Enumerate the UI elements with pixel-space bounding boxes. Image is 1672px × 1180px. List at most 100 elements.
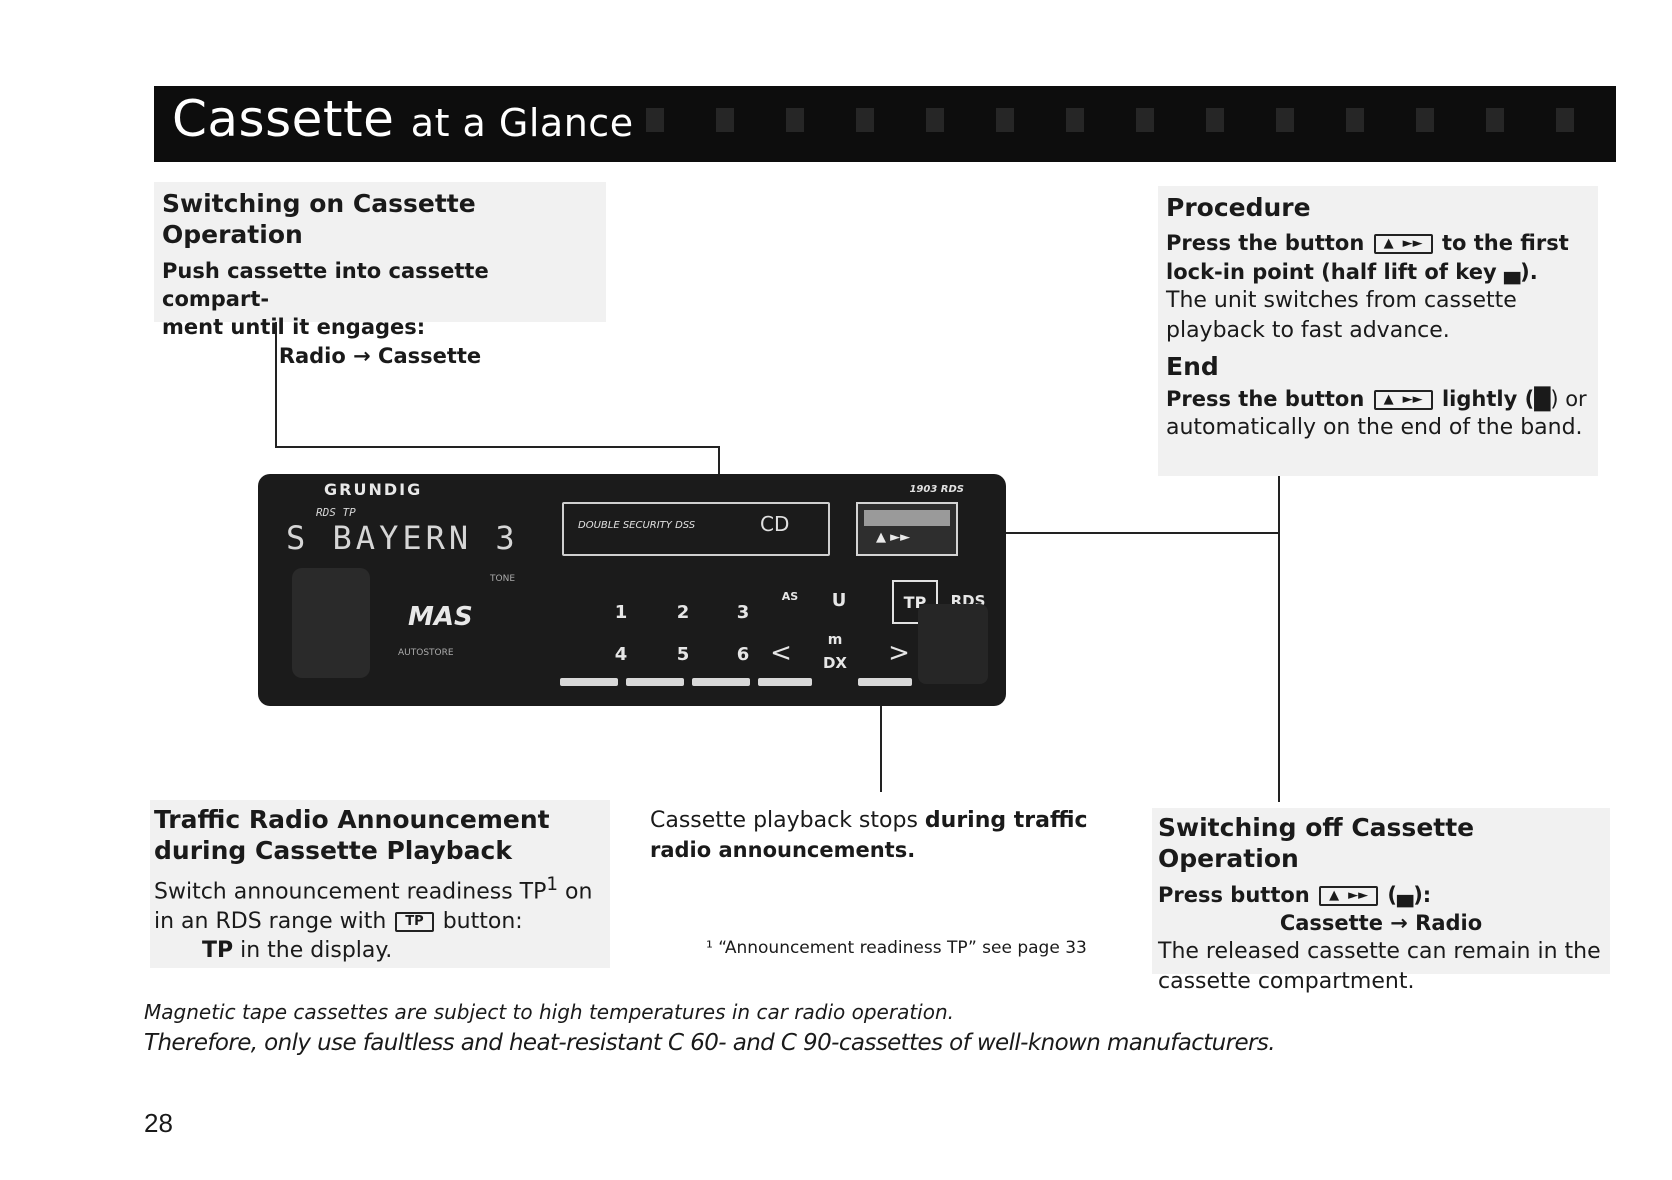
procedure-instruction-1: Press the button ▲ ►► to the first bbox=[1166, 229, 1590, 257]
switch-off-text-2: cassette compartment. bbox=[1158, 968, 1415, 994]
preset-key-1[interactable]: 1 bbox=[614, 602, 628, 623]
traffic-text-2b: button: bbox=[442, 908, 523, 934]
procedure-panel: Procedure Press the button ▲ ►► to the f… bbox=[1158, 186, 1598, 476]
fast-forward-key-icon: ▲ ►► bbox=[1373, 234, 1433, 255]
fast-forward-key-icon: ▲ ►► bbox=[1373, 389, 1433, 410]
procedure-instruction-2: lock-in point (half lift of key ▄). bbox=[1166, 258, 1590, 286]
preset-key-bar bbox=[758, 678, 812, 686]
preset-key-bar bbox=[560, 678, 618, 686]
procedure-instruction-1d: ). bbox=[1520, 259, 1538, 284]
switch-off-panel: Switching off Cassette Operation Press b… bbox=[1152, 808, 1610, 994]
page-title-main: Cassette bbox=[172, 90, 395, 148]
traffic-text-3-rest: in the display. bbox=[233, 938, 393, 964]
brand-logo: GRUNDIG bbox=[324, 480, 423, 499]
switch-off-result: Cassette → Radio bbox=[1279, 910, 1483, 935]
tuning-knob[interactable] bbox=[918, 604, 988, 684]
connector-line bbox=[275, 322, 277, 448]
middle-note: Cassette playback stops during traffic r… bbox=[650, 806, 1090, 864]
procedure-instruction-1b: to the first bbox=[1441, 231, 1569, 256]
eject-fast-forward-button[interactable]: ▲ ►► bbox=[856, 502, 958, 556]
m-button[interactable]: m bbox=[827, 632, 843, 648]
traffic-heading-1: Traffic Radio Announcement bbox=[154, 805, 550, 834]
page-title-rest: at a Glance bbox=[410, 101, 634, 145]
traffic-text-2: in an RDS range with TP button: bbox=[154, 907, 606, 937]
traffic-text-1b: on bbox=[558, 878, 593, 904]
page-title: Cassette at a Glance bbox=[172, 90, 634, 148]
traffic-text-3-bold: TP bbox=[202, 938, 234, 964]
procedure-instruction-1c: lock-in point (half lift of key bbox=[1166, 259, 1497, 284]
autostore-label: AUTOSTORE bbox=[398, 648, 454, 658]
display-station: S BAYERN 3 bbox=[286, 519, 519, 557]
switch-off-heading: Switching off Cassette Operation bbox=[1158, 813, 1475, 874]
preset-key-3[interactable]: 3 bbox=[736, 602, 750, 623]
preset-key-2[interactable]: 2 bbox=[676, 602, 690, 623]
footnote-marker: 1 bbox=[546, 873, 559, 895]
switch-off-instruction-a: Press button bbox=[1158, 882, 1310, 907]
switch-off-instruction: Press button ▲ ►► (▄): bbox=[1158, 881, 1604, 909]
cassette-slot[interactable]: DOUBLE SECURITY DSS CD bbox=[562, 502, 830, 556]
fast-forward-key-icon: ▲ ►► bbox=[1319, 885, 1379, 906]
radio-display: RDS TP S BAYERN 3 bbox=[286, 502, 518, 558]
end-text: automatically on the end of the band. bbox=[1166, 414, 1583, 440]
traffic-text-3: TP in the display. bbox=[154, 936, 606, 966]
key-full-icon: █ bbox=[1534, 386, 1551, 411]
traffic-panel: Traffic Radio Announcement during Casset… bbox=[150, 800, 610, 968]
middle-text-1b: during traffic bbox=[924, 808, 1088, 833]
middle-text-2: radio announcements. bbox=[650, 837, 916, 862]
as-button[interactable]: AS bbox=[781, 590, 799, 603]
preset-key-bar bbox=[692, 678, 750, 686]
seek-right-button[interactable]: > bbox=[888, 638, 910, 668]
switch-on-panel: Switching on Cassette Operation Push cas… bbox=[154, 182, 606, 368]
procedure-heading: Procedure bbox=[1166, 193, 1311, 222]
eject-arrows-icon: ▲ ►► bbox=[876, 530, 911, 545]
model-label: 1903 RDS bbox=[909, 484, 964, 495]
connector-line bbox=[1278, 476, 1280, 802]
preset-key-bar bbox=[626, 678, 684, 686]
note-line-1: Magnetic tape cassettes are subject to h… bbox=[144, 1000, 954, 1024]
footnote: ¹ “Announcement readiness TP” see page 3… bbox=[706, 938, 1087, 958]
switch-off-text-1: The released cassette can remain in the bbox=[1158, 939, 1601, 965]
cd-logo-icon: CD bbox=[760, 512, 790, 536]
seek-left-button[interactable]: < bbox=[770, 638, 792, 668]
traffic-heading-2: during Cassette Playback bbox=[154, 836, 512, 866]
preset-key-4[interactable]: 4 bbox=[614, 644, 628, 665]
note-line-2: Therefore, only use faultless and heat-r… bbox=[144, 1030, 1276, 1056]
mas-logo: MAS bbox=[408, 602, 473, 632]
connector-line bbox=[954, 532, 1280, 534]
switch-off-instruction-b: ( bbox=[1387, 882, 1398, 907]
traffic-text-1a: Switch announcement readiness TP bbox=[154, 878, 547, 904]
volume-knob[interactable] bbox=[292, 568, 370, 678]
tp-key-icon: TP bbox=[395, 911, 434, 932]
middle-text-1: Cassette playback stops during traffic bbox=[650, 806, 1090, 836]
banner-texture bbox=[624, 108, 1596, 132]
procedure-text-2: playback to fast advance. bbox=[1166, 317, 1450, 343]
connector-line bbox=[880, 622, 882, 792]
preset-key-6[interactable]: 6 bbox=[736, 644, 750, 665]
slot-label: DOUBLE SECURITY DSS bbox=[578, 520, 696, 531]
switch-on-heading: Switching on Cassette Operation bbox=[162, 189, 476, 250]
car-radio-illustration: GRUNDIG RDS TP S BAYERN 3 DOUBLE SECURIT… bbox=[258, 474, 1006, 706]
end-instruction: Press the button ▲ ►► lightly (█) or bbox=[1166, 385, 1590, 413]
procedure-text-1: The unit switches from cassette bbox=[1166, 287, 1517, 313]
title-banner: Cassette at a Glance bbox=[154, 86, 1616, 162]
page-number: 28 bbox=[144, 1108, 173, 1138]
end-instruction-a: Press the button bbox=[1166, 386, 1365, 411]
eject-key-top bbox=[864, 510, 950, 526]
traffic-text-2a: in an RDS range with bbox=[154, 908, 387, 934]
end-heading: End bbox=[1166, 352, 1219, 382]
switch-on-result: Radio → Cassette bbox=[278, 343, 482, 368]
switch-off-instruction-c: ): bbox=[1413, 882, 1432, 907]
end-instruction-b: lightly ( bbox=[1441, 386, 1535, 411]
preset-key-5[interactable]: 5 bbox=[676, 644, 690, 665]
procedure-instruction-1a: Press the button bbox=[1166, 231, 1365, 256]
u-button[interactable]: U bbox=[831, 590, 847, 611]
end-instruction-c: ) or bbox=[1550, 386, 1587, 411]
dx-button[interactable]: DX bbox=[822, 654, 848, 672]
traffic-text-1: Switch announcement readiness TP1 on bbox=[154, 873, 606, 907]
key-half-icon: ▄ bbox=[1397, 882, 1414, 907]
tone-label: TONE bbox=[490, 574, 516, 584]
preset-key-bar bbox=[858, 678, 912, 686]
key-half-icon: ▄ bbox=[1503, 259, 1521, 284]
switch-on-instruction-1: Push cassette into cassette compart- bbox=[162, 258, 489, 311]
switch-on-instruction-2: ment until it engages: bbox=[162, 315, 426, 340]
